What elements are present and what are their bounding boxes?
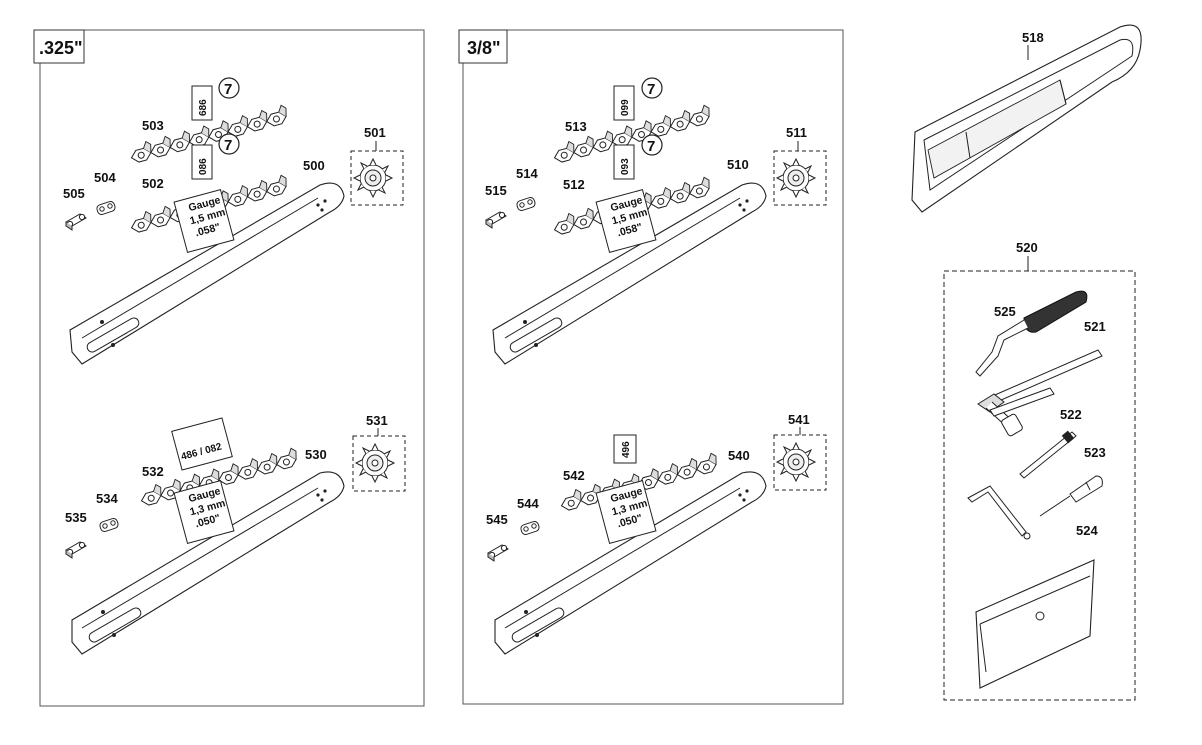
label-545: 545 [486, 512, 508, 527]
sprocket-box [773, 434, 827, 491]
label-540: 540 [728, 448, 750, 463]
panel-title-box [33, 29, 85, 64]
pitch-symbol [218, 77, 240, 99]
label-503: 503 [142, 118, 164, 133]
label-523: 523 [1084, 445, 1106, 460]
label-532: 532 [142, 464, 164, 479]
label-530: 530 [305, 447, 327, 462]
link-535 [65, 541, 87, 559]
pitch-symbol-text: 7 [647, 138, 655, 155]
label-531: 531 [366, 413, 388, 428]
pitch-symbol-text: 7 [224, 81, 232, 98]
toolkit-520: 520 525 521 522 [943, 240, 1136, 701]
label-521: 521 [1084, 319, 1106, 334]
label-541: 541 [788, 412, 810, 427]
label-535: 535 [65, 510, 87, 525]
chain-code-box [171, 417, 233, 471]
label-500: 500 [303, 158, 325, 173]
guide-bar-500 [69, 182, 345, 365]
tool-l-key [967, 485, 1031, 540]
tool-524 [975, 559, 1095, 689]
gauge-box [173, 480, 235, 544]
sprocket-531 [355, 443, 395, 483]
label-505: 505 [63, 186, 85, 201]
label-542: 542 [563, 468, 585, 483]
label-511: 511 [786, 125, 807, 140]
tool-wrench [977, 387, 1055, 437]
panel-title-box [458, 29, 508, 64]
panel-3-8: 3/8" 099 7 513 093 7 512 515 514 [458, 29, 844, 705]
label-513: 513 [565, 119, 587, 134]
label-544: 544 [517, 496, 539, 511]
label-510: 510 [727, 157, 749, 172]
link-505 [65, 213, 87, 231]
tool-523 [1039, 475, 1103, 517]
gauge-box [595, 189, 657, 253]
chain-code-box [191, 85, 213, 121]
link-514 [515, 195, 537, 213]
chain-code: 086 [198, 158, 209, 175]
pitch-symbol [641, 77, 663, 99]
label-501: 501 [364, 125, 386, 140]
label-518: 518 [1022, 30, 1044, 45]
label-525: 525 [994, 304, 1016, 319]
label-502: 502 [142, 176, 164, 191]
panel-title: 3/8" [467, 38, 501, 58]
link-545 [487, 544, 509, 562]
chain-code-box [613, 434, 637, 464]
pitch-symbol [218, 133, 240, 155]
link-515 [485, 211, 507, 229]
sprocket-501 [353, 158, 393, 198]
guide-bar-510 [492, 182, 767, 365]
sprocket-box [350, 150, 404, 206]
label-515: 515 [485, 183, 507, 198]
pitch-symbol [641, 134, 663, 156]
guide-bar-530 [71, 471, 345, 655]
tool-522 [1019, 430, 1077, 479]
label-514: 514 [516, 166, 538, 181]
link-504 [95, 199, 117, 217]
gauge-box [595, 480, 657, 544]
tool-525 [975, 290, 1088, 377]
gauge-text: Gauge 1,3 mm .050" [187, 485, 226, 530]
label-504: 504 [94, 170, 116, 185]
pitch-symbol-text: 7 [647, 81, 655, 98]
sprocket-box [352, 435, 406, 492]
pitch-symbol-text: 7 [224, 137, 232, 154]
chain-code: 686 [198, 99, 209, 116]
label-534: 534 [96, 491, 118, 506]
chain-code-box [613, 85, 635, 121]
link-544 [519, 519, 541, 537]
chain-code-box [191, 144, 213, 180]
panel-frame [39, 29, 425, 707]
label-524: 524 [1076, 523, 1098, 538]
chain-code: 099 [620, 99, 631, 116]
toolkit-box [943, 270, 1136, 701]
chain-code: 093 [620, 158, 631, 175]
sprocket-box [773, 150, 827, 206]
link-534 [98, 516, 120, 534]
sprocket-511 [776, 158, 816, 198]
chain-code: 496 [621, 441, 632, 458]
chain-code-box [613, 144, 635, 180]
panel-325: .325" 686 7 503 086 7 502 505 504 [33, 29, 425, 707]
label-512: 512 [563, 177, 585, 192]
panel-frame [462, 29, 844, 705]
bar-cover-518: 518 [911, 24, 1142, 213]
gauge-box [173, 189, 235, 253]
panel-title: .325" [39, 38, 83, 58]
label-520: 520 [1016, 240, 1038, 255]
guide-bar-540 [494, 471, 767, 655]
sprocket-541 [776, 442, 816, 482]
label-522: 522 [1060, 407, 1082, 422]
